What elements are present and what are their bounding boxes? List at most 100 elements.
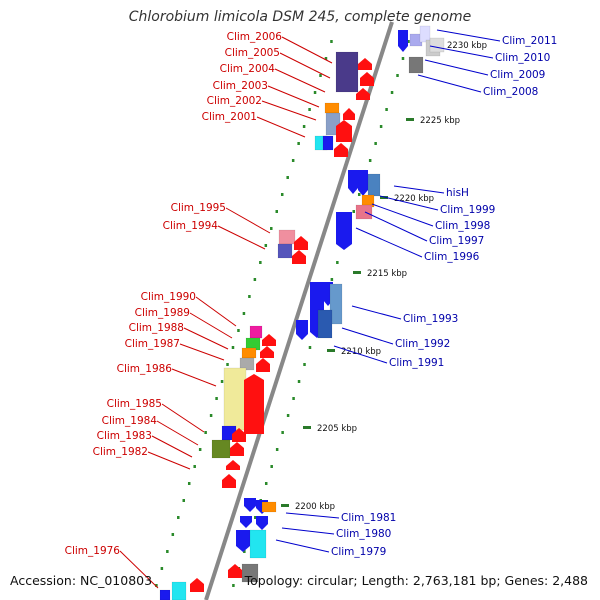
gene-block	[322, 135, 334, 151]
tick-dot	[407, 40, 410, 43]
leader-line-left	[183, 327, 229, 350]
gene-block	[408, 56, 424, 74]
leader-line-left	[156, 420, 199, 446]
tick-dot	[302, 125, 306, 128]
tick-dot	[248, 295, 251, 298]
gene-block	[262, 334, 276, 346]
tick-dot	[352, 210, 356, 213]
tick-dot	[259, 261, 262, 264]
leader-line-right	[275, 539, 330, 553]
gene-block	[324, 102, 340, 114]
leader-line-left	[119, 550, 159, 589]
tick-dot	[171, 533, 175, 536]
gene-label-right: Clim_1997	[429, 235, 484, 247]
gene-label-left: Clim_1976	[65, 545, 121, 557]
tick-dot	[330, 40, 333, 43]
kbp-label: 2215 kbp	[367, 269, 407, 279]
gene-label-left: Clim_2001	[202, 111, 257, 123]
kbp-tick	[406, 118, 414, 121]
leader-line-left	[225, 207, 271, 234]
leader-line-right	[351, 305, 402, 320]
gene-block	[190, 578, 204, 592]
tick-dot	[357, 193, 361, 196]
tick-dot	[374, 142, 377, 145]
tick-dot	[187, 482, 191, 485]
gene-label-right: Clim_2008	[483, 86, 538, 98]
tick-dot	[330, 278, 334, 281]
gene-block	[348, 170, 358, 194]
tick-dot	[291, 159, 295, 162]
tick-dot	[193, 465, 196, 468]
leader-line-right	[424, 59, 489, 76]
tick-dot	[270, 227, 273, 230]
leader-line-right	[281, 527, 335, 535]
gene-label-right: Clim_1991	[389, 357, 444, 369]
tick-dot	[297, 380, 301, 383]
gene-block	[256, 358, 270, 372]
tick-dot	[286, 414, 290, 417]
kbp-label: 2200 kbp	[295, 502, 335, 512]
leader-line-left	[279, 52, 331, 79]
tick-dot	[281, 431, 284, 434]
gene-block	[228, 564, 242, 578]
gene-block	[159, 589, 171, 600]
tick-dot	[401, 57, 405, 60]
tick-dot	[160, 567, 164, 570]
tick-dot	[313, 91, 317, 94]
tick-dot	[215, 397, 218, 400]
kbp-label: 2220 kbp	[394, 194, 434, 204]
topology-label: Topology: circular; Length: 2,763,181 bp…	[244, 573, 588, 588]
accession-label: Accession: NC_010803	[10, 573, 153, 588]
leader-line-left	[267, 85, 320, 108]
gene-block	[222, 474, 236, 488]
tick-dot	[155, 584, 158, 587]
tick-dot	[182, 499, 186, 502]
leader-line-left	[151, 435, 193, 458]
leader-line-right	[393, 185, 445, 194]
gene-label-right: Clim_1998	[435, 220, 490, 232]
tick-dot	[396, 74, 399, 77]
leader-line-left	[147, 451, 191, 470]
leader-line-left	[261, 100, 317, 121]
leader-line-right	[364, 211, 428, 242]
gene-block	[241, 347, 257, 359]
gene-block	[358, 170, 368, 196]
tick-dot	[264, 482, 268, 485]
kbp-tick	[380, 196, 388, 199]
gene-block	[236, 530, 250, 552]
tick-dot	[280, 193, 284, 196]
gene-block	[249, 325, 263, 339]
leader-line-right	[436, 29, 501, 42]
leader-line-right	[379, 195, 439, 211]
gene-block	[261, 501, 277, 513]
tick-track-left	[155, 40, 333, 587]
gene-block	[223, 367, 247, 431]
gene-block	[367, 173, 381, 197]
kbp-tick	[327, 349, 335, 352]
tick-dot	[264, 244, 268, 247]
kbp-label: 2225 kbp	[420, 116, 460, 126]
genome-axis-line	[204, 21, 394, 600]
gene-label-left: Clim_1986	[117, 363, 173, 375]
gene-label-right: Clim_1981	[341, 512, 396, 524]
gene-block	[360, 72, 374, 86]
tick-dot	[368, 159, 372, 162]
tick-dot	[220, 380, 224, 383]
leader-line-left	[189, 312, 233, 339]
tick-dot	[253, 278, 257, 281]
leader-line-right	[333, 345, 388, 364]
tick-dot	[242, 312, 246, 315]
gene-label-right: Clim_2009	[490, 69, 545, 81]
gene-block	[296, 320, 308, 340]
gene-block	[256, 516, 268, 530]
tick-dot	[303, 363, 306, 366]
gene-block	[211, 439, 231, 459]
tick-dot	[226, 363, 229, 366]
leader-line-right	[371, 203, 434, 227]
gene-label-right: Clim_2010	[495, 52, 550, 64]
leader-line-left	[281, 36, 333, 64]
gene-label-left: Clim_1995	[171, 202, 226, 214]
gene-label-left: Clim_1982	[93, 446, 148, 458]
